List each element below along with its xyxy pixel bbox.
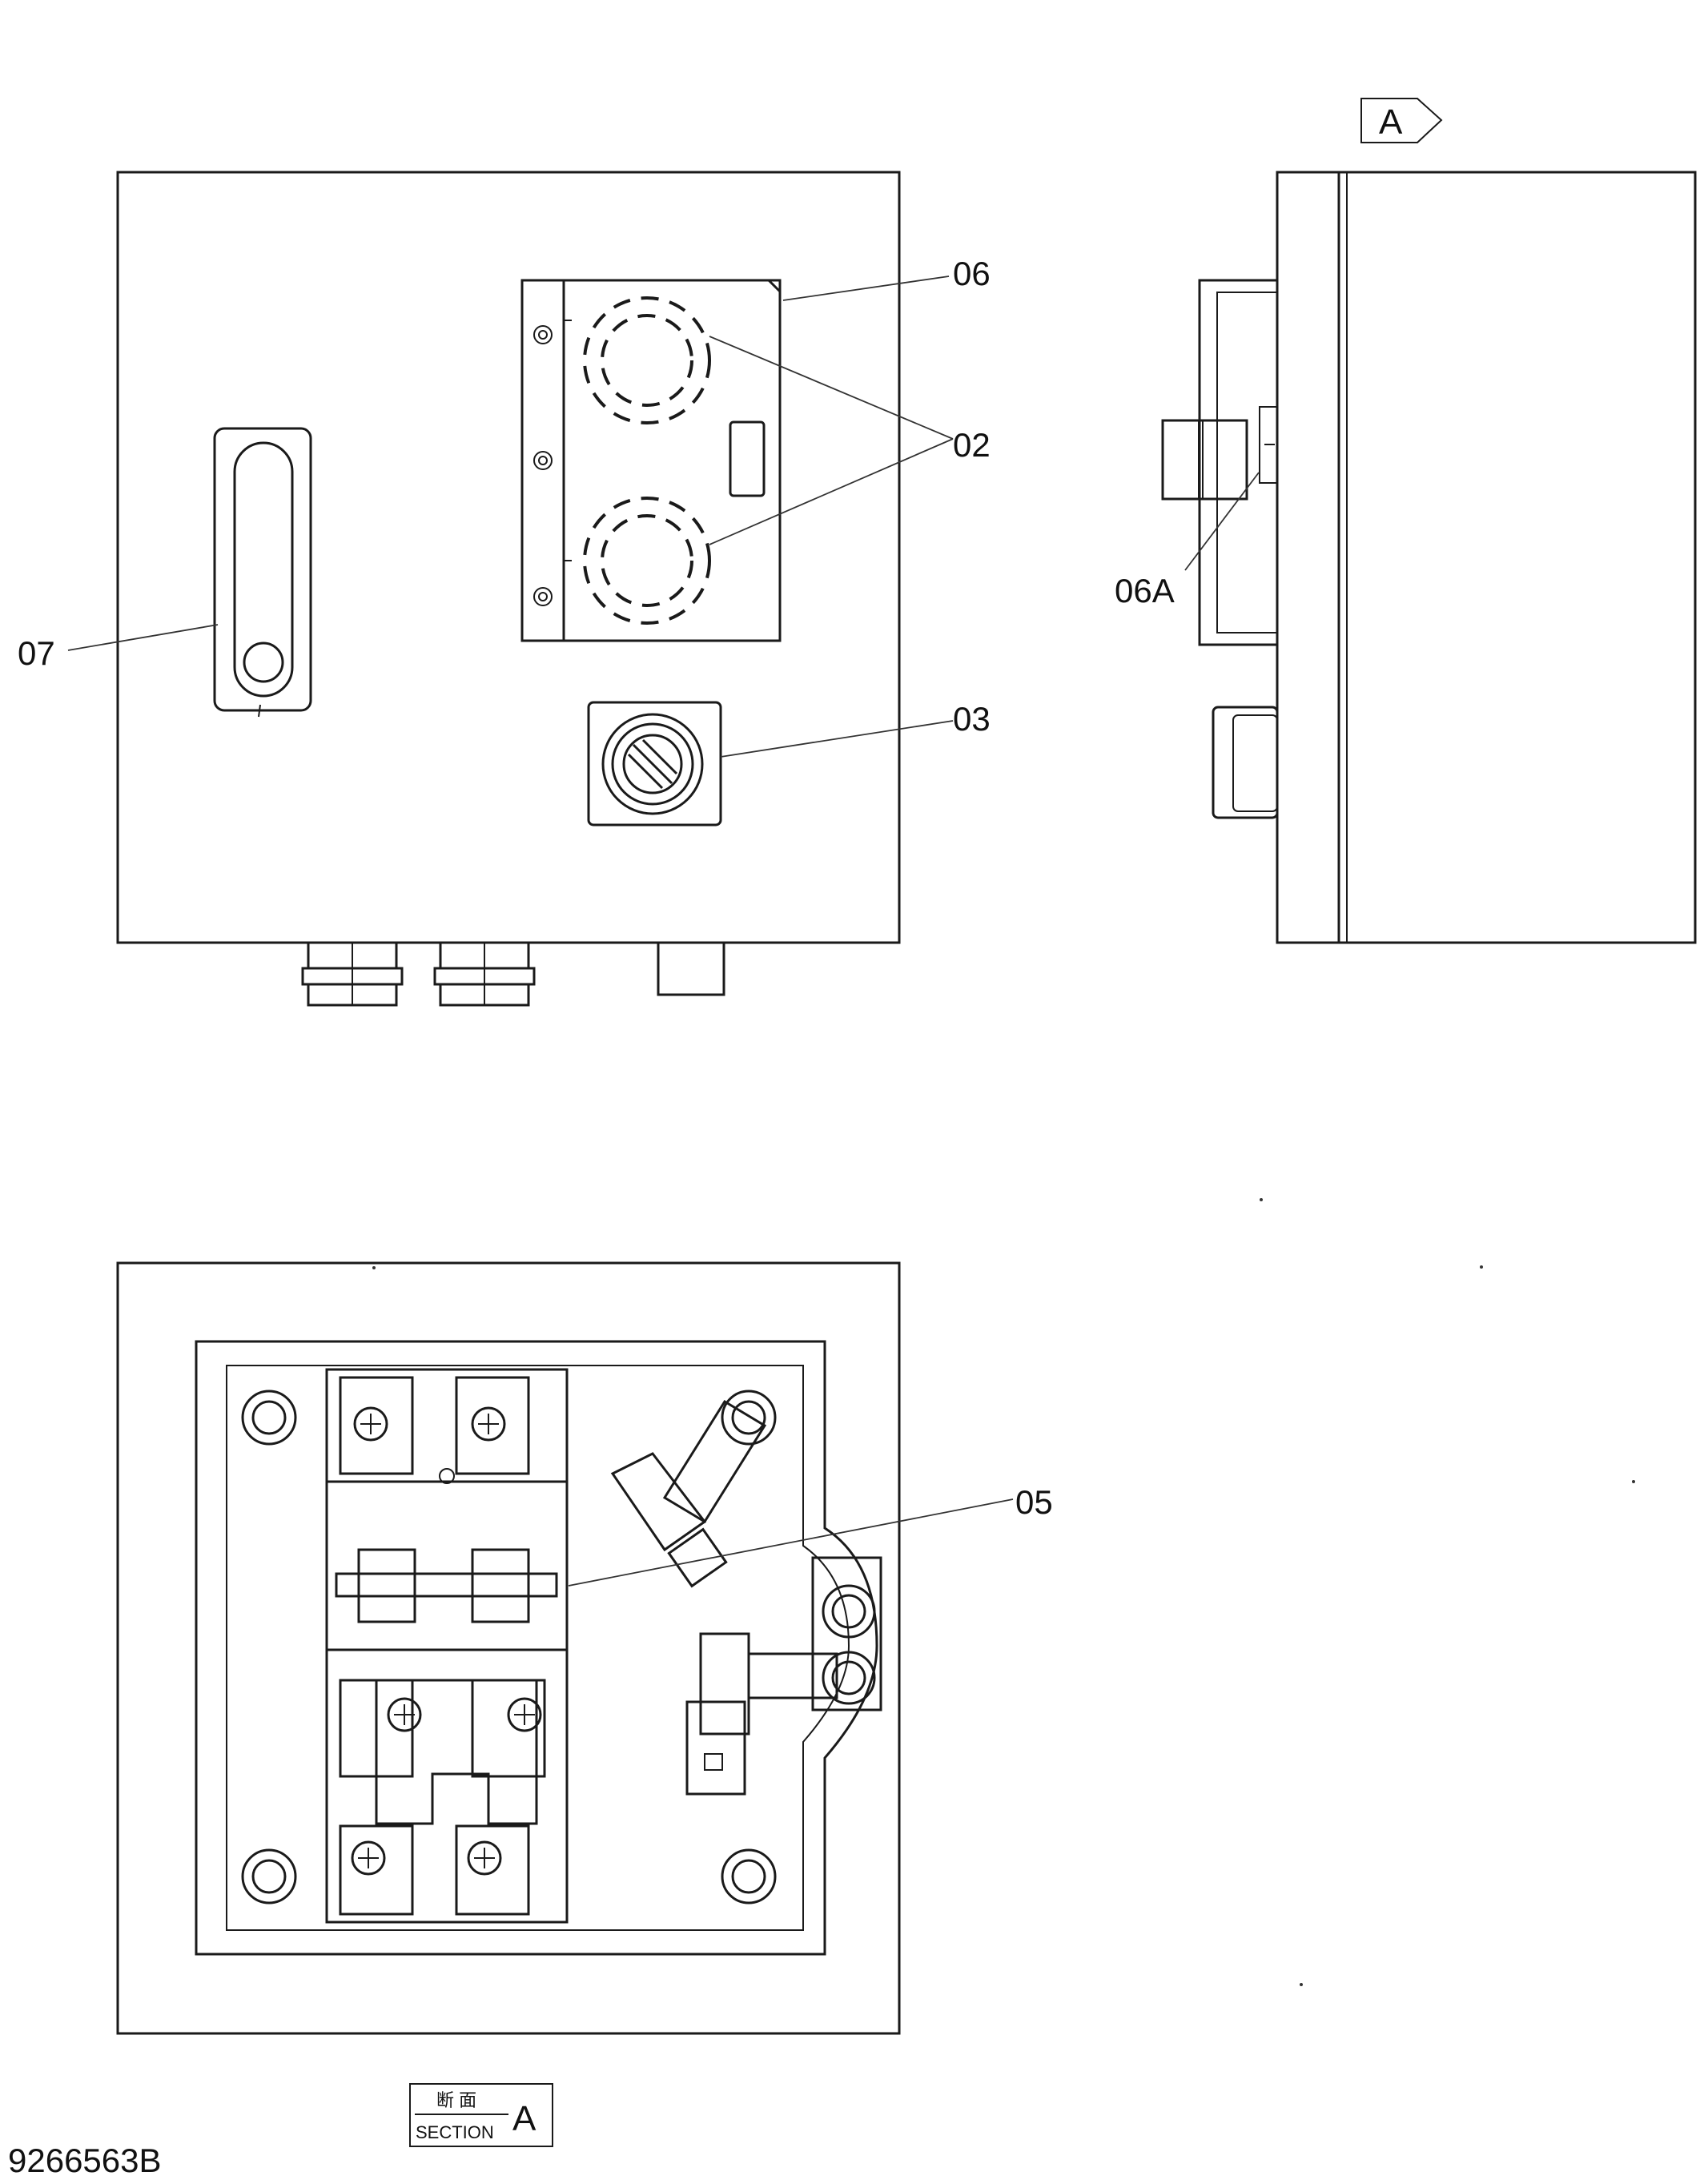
leader-02b: [709, 438, 954, 545]
pushbutton-hidden-1: [583, 296, 711, 424]
mounting-screws: [241, 1390, 777, 1904]
leader-03: [720, 720, 954, 758]
side-key-switch: [1212, 706, 1279, 819]
indicator-window: [729, 420, 766, 497]
leader-02a: [709, 336, 954, 440]
leader-07: [67, 624, 219, 651]
mounting-plate: [195, 1340, 878, 1956]
view-arrow-letter: A: [1379, 103, 1403, 142]
side-switch-housing: [1198, 279, 1279, 646]
callout-02: 02: [953, 426, 991, 464]
callout-06a: 06A: [1115, 572, 1175, 609]
door-handle: [213, 427, 312, 718]
section-enclosure-outline: [116, 1261, 901, 2035]
callout-03: 03: [953, 700, 991, 738]
drawing-number: 9266563B: [8, 2142, 162, 2179]
leader-05: [568, 1498, 1014, 1587]
side-pushbutton: [1161, 419, 1248, 501]
section-kanji: 断 面: [436, 2090, 476, 2110]
scan-specks: [372, 1198, 1635, 1986]
section-label: 断 面 SECTION A: [409, 2083, 553, 2147]
side-view: 06A: [1115, 171, 1697, 944]
pushbutton-hidden-2: [583, 497, 711, 625]
circuit-breaker: [325, 1368, 569, 1924]
callout-07: 07: [18, 634, 55, 672]
leader-06a: [1184, 472, 1260, 571]
key-switch: [587, 701, 722, 827]
front-view: 06 02 07 03: [18, 171, 991, 1007]
section-view: 05: [116, 1261, 1053, 2035]
view-arrow-marker: A: [1360, 98, 1443, 143]
switch-panel: [520, 279, 782, 642]
callout-05: 05: [1015, 1483, 1053, 1521]
section-word: SECTION: [416, 2122, 494, 2142]
callout-06: 06: [953, 255, 991, 292]
cable-glands: [301, 941, 725, 1007]
section-letter: A: [512, 2099, 537, 2138]
breaker-toggle: [335, 1572, 558, 1598]
terminal-connectors: [610, 1399, 882, 1796]
leader-06: [782, 276, 950, 301]
